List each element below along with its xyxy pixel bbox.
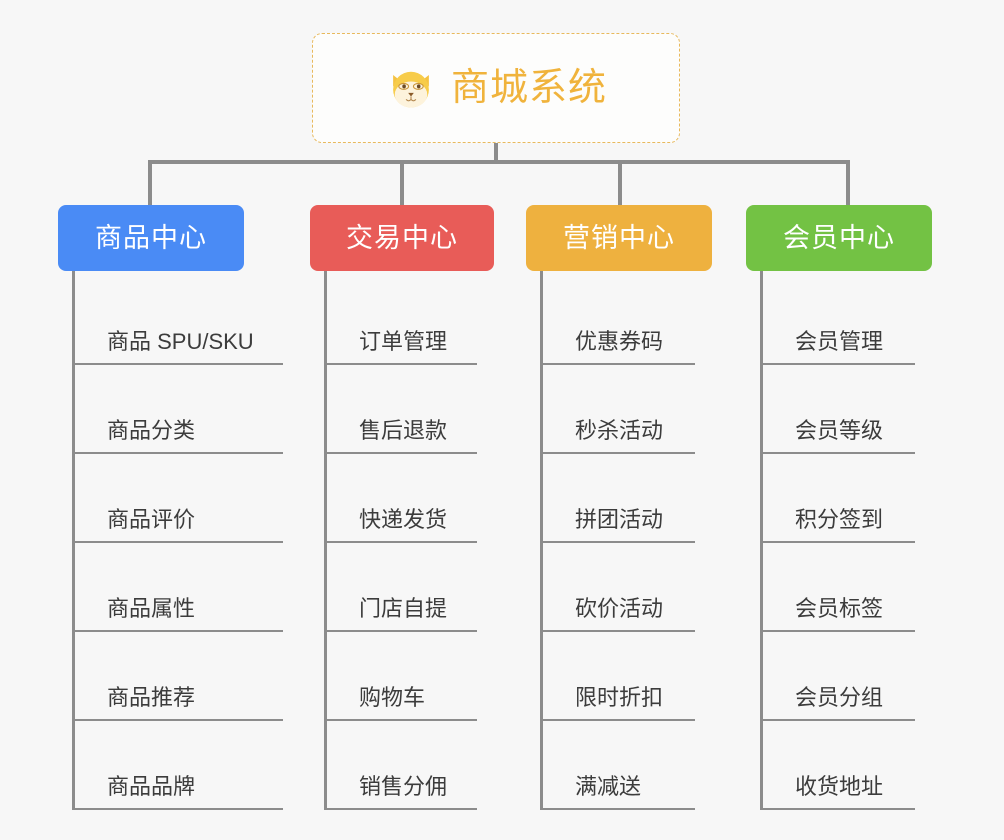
connector-drop-1 [148, 160, 152, 205]
leaf-list-member: 会员管理 会员等级 积分签到 会员标签 会员分组 收货地址 [760, 271, 942, 810]
connector-root-stem [494, 143, 498, 163]
leaf-underline [543, 808, 695, 810]
list-item[interactable]: 积分签到 [763, 454, 942, 543]
list-item[interactable]: 会员管理 [763, 276, 942, 365]
leaf-label: 购物车 [359, 684, 426, 710]
list-item[interactable]: 门店自提 [327, 543, 520, 632]
leaf-underline [763, 630, 915, 632]
list-item[interactable]: 商品推荐 [75, 632, 283, 721]
leaf-label: 订单管理 [359, 328, 448, 354]
category-header-label: 会员中心 [783, 222, 895, 253]
leaf-underline [75, 630, 283, 632]
list-item[interactable]: 商品属性 [75, 543, 283, 632]
leaf-underline [543, 363, 695, 365]
list-item[interactable]: 商品分类 [75, 365, 283, 454]
connector-bus-bar [148, 160, 850, 164]
leaf-label: 满减送 [575, 773, 642, 799]
category-header-member[interactable]: 会员中心 [746, 205, 932, 271]
leaf-underline [327, 452, 477, 454]
leaf-underline [763, 808, 915, 810]
category-header-trade[interactable]: 交易中心 [310, 205, 494, 271]
leaf-label: 优惠券码 [575, 328, 664, 354]
leaf-underline [327, 630, 477, 632]
shiba-dog-face-icon [393, 71, 429, 108]
category-header-product[interactable]: 商品中心 [58, 205, 244, 271]
list-item[interactable]: 秒杀活动 [543, 365, 726, 454]
root-node[interactable]: 商城系统 [312, 33, 680, 143]
leaf-underline [75, 719, 283, 721]
leaf-label: 收货地址 [795, 773, 884, 799]
leaf-underline [763, 363, 915, 365]
list-item[interactable]: 收货地址 [763, 721, 942, 810]
leaf-label: 商品分类 [107, 417, 196, 443]
list-item[interactable]: 商品 SPU/SKU [75, 276, 283, 365]
leaf-label: 快递发货 [359, 506, 448, 532]
connector-drop-2 [400, 160, 404, 205]
list-item[interactable]: 会员标签 [763, 543, 942, 632]
leaf-list-marketing: 优惠券码 秒杀活动 拼团活动 砍价活动 限时折扣 满减送 [540, 271, 726, 810]
leaf-list-product: 商品 SPU/SKU 商品分类 商品评价 商品属性 商品推荐 商品品牌 [72, 271, 283, 810]
leaf-underline [75, 808, 283, 810]
leaf-underline [763, 452, 915, 454]
leaf-label: 商品推荐 [107, 684, 196, 710]
list-item[interactable]: 销售分佣 [327, 721, 520, 810]
leaf-underline [75, 363, 283, 365]
category-column-product: 商品中心 商品 SPU/SKU 商品分类 商品评价 商品属性 商品推荐 [58, 205, 283, 810]
leaf-label: 会员管理 [795, 328, 884, 354]
leaf-label: 会员等级 [795, 417, 884, 443]
root-title: 商城系统 [450, 67, 607, 109]
leaf-underline [327, 808, 477, 810]
leaf-underline [543, 630, 695, 632]
leaf-underline [327, 363, 477, 365]
connector-drop-3 [618, 160, 622, 205]
leaf-underline [543, 541, 695, 543]
category-header-label: 交易中心 [346, 222, 458, 253]
list-item[interactable]: 拼团活动 [543, 454, 726, 543]
leaf-label: 会员标签 [795, 595, 884, 621]
leaf-label: 商品评价 [107, 506, 196, 532]
list-item[interactable]: 优惠券码 [543, 276, 726, 365]
leaf-label: 积分签到 [795, 506, 884, 532]
list-item[interactable]: 会员等级 [763, 365, 942, 454]
connector-drop-4 [846, 160, 850, 205]
leaf-label: 商品品牌 [107, 773, 196, 799]
leaf-underline [75, 452, 283, 454]
category-column-marketing: 营销中心 优惠券码 秒杀活动 拼团活动 砍价活动 限时折扣 [526, 205, 726, 810]
category-header-label: 商品中心 [95, 222, 207, 253]
leaf-label: 会员分组 [795, 684, 884, 710]
leaf-underline [327, 541, 477, 543]
category-column-member: 会员中心 会员管理 会员等级 积分签到 会员标签 会员分组 [746, 205, 942, 810]
leaf-underline [543, 719, 695, 721]
leaf-label: 拼团活动 [575, 506, 664, 532]
list-item[interactable]: 订单管理 [327, 276, 520, 365]
list-item[interactable]: 商品品牌 [75, 721, 283, 810]
leaf-label: 门店自提 [359, 595, 448, 621]
leaf-label: 秒杀活动 [575, 417, 664, 443]
leaf-label: 销售分佣 [359, 773, 448, 799]
leaf-label: 商品属性 [107, 595, 196, 621]
leaf-list-trade: 订单管理 售后退款 快递发货 门店自提 购物车 销售分佣 [324, 271, 520, 810]
list-item[interactable]: 限时折扣 [543, 632, 726, 721]
list-item[interactable]: 满减送 [543, 721, 726, 810]
leaf-label: 砍价活动 [575, 595, 664, 621]
leaf-underline [543, 452, 695, 454]
category-header-label: 营销中心 [563, 222, 675, 253]
list-item[interactable]: 商品评价 [75, 454, 283, 543]
list-item[interactable]: 会员分组 [763, 632, 942, 721]
leaf-underline [327, 719, 477, 721]
leaf-underline [763, 541, 915, 543]
list-item[interactable]: 砍价活动 [543, 543, 726, 632]
leaf-label: 限时折扣 [575, 684, 664, 710]
list-item[interactable]: 购物车 [327, 632, 520, 721]
list-item[interactable]: 快递发货 [327, 454, 520, 543]
category-header-marketing[interactable]: 营销中心 [526, 205, 712, 271]
leaf-label: 商品 SPU/SKU [107, 328, 254, 354]
leaf-label: 售后退款 [359, 417, 448, 443]
leaf-underline [75, 541, 283, 543]
leaf-underline [763, 719, 915, 721]
category-column-trade: 交易中心 订单管理 售后退款 快递发货 门店自提 购物车 [310, 205, 520, 810]
list-item[interactable]: 售后退款 [327, 365, 520, 454]
